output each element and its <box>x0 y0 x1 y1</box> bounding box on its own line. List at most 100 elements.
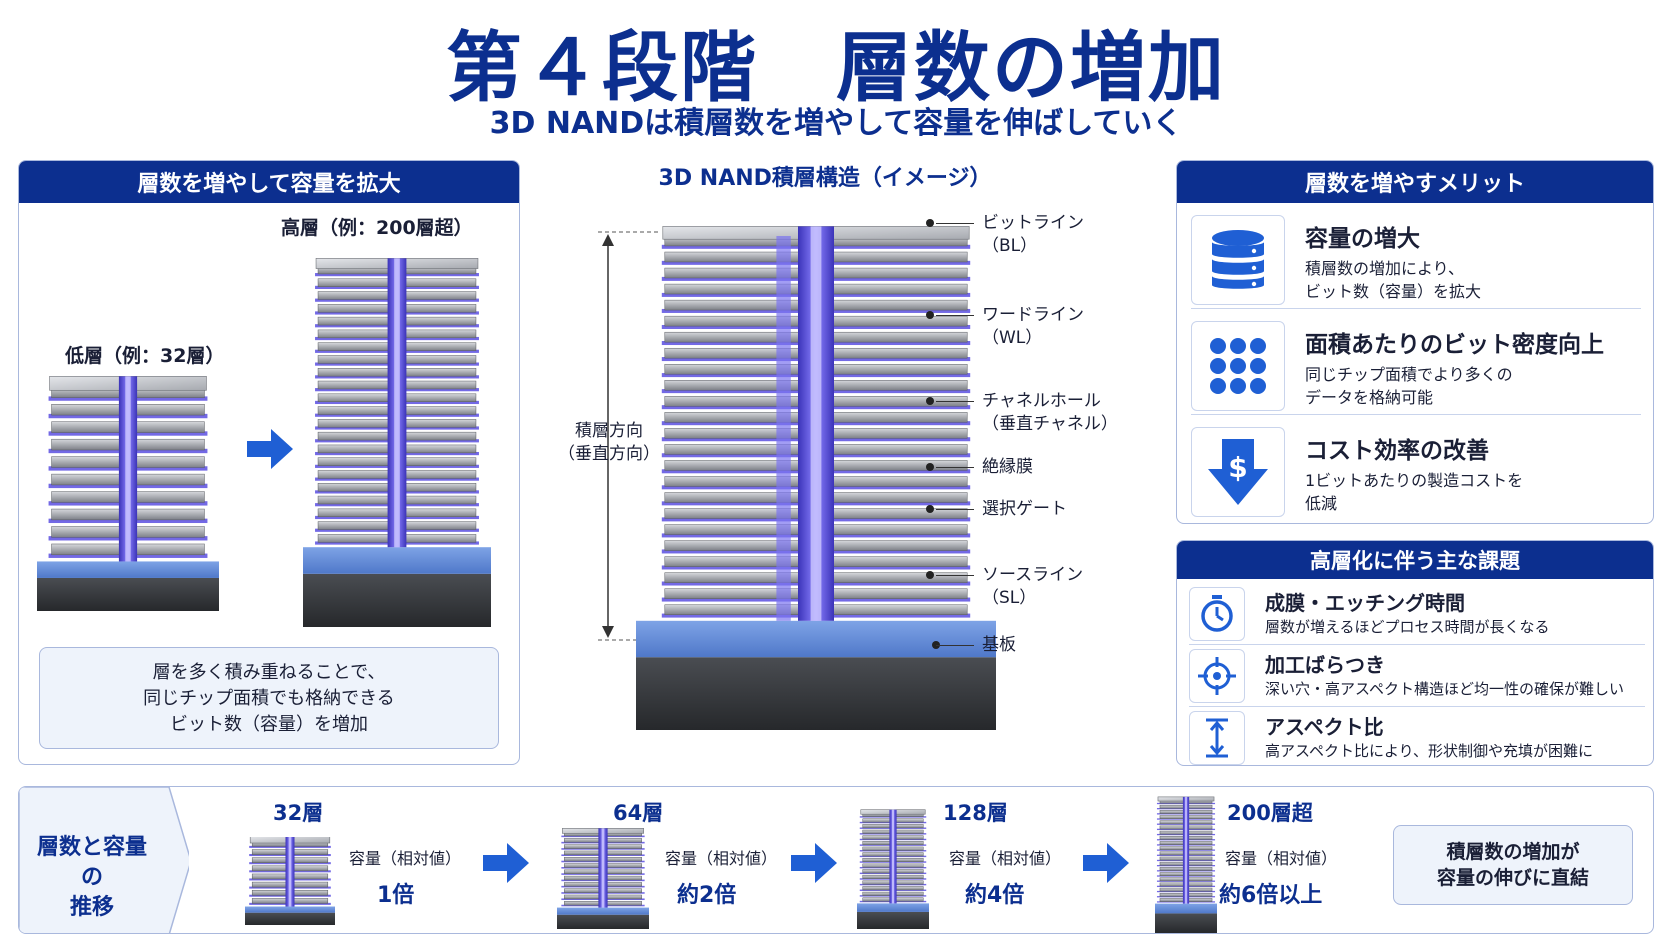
callout-leader-line <box>936 509 974 510</box>
issue-desc: 高アスペクト比により、形状制御や充填が困難に <box>1265 742 1594 760</box>
callout-label-line: （WL） <box>982 328 1043 348</box>
stage-caption: 容量（相対値） <box>665 849 778 868</box>
stage-caption: 容量（相対値） <box>349 849 462 868</box>
callout-label-line: 基板 <box>982 635 1016 655</box>
issue-item: アスペクト比 高アスペクト比により、形状制御や充填が困難に <box>1189 707 1645 765</box>
callout-label: チャネルホール （垂直チャネル） <box>982 390 1118 436</box>
high-stack-illustration <box>303 247 491 631</box>
callout-label: ビットライン （BL） <box>982 212 1084 258</box>
stage-layers: 64層 <box>613 801 664 825</box>
layer-increase-panel: 層数を増やして容量を拡大 高層（例：200層超） 低層（例：32層） 層を多く積… <box>18 160 520 765</box>
callout-dot <box>926 463 934 471</box>
conclusion-line: 容量の伸びに直結 <box>1436 867 1589 889</box>
trend-tag: 層数と容量の 推移 <box>19 787 189 933</box>
callout-leader-line <box>936 575 974 576</box>
callout-dot <box>926 219 934 227</box>
callout-dot <box>926 397 934 405</box>
callout-label-line: ソースライン <box>982 565 1084 585</box>
callout-dot <box>926 505 934 513</box>
capacity-trend-panel: 層数と容量の 推移 32層 容量（相対値） 1倍 64層 容量（相対値） 約2倍… <box>18 786 1654 934</box>
callout-leader-line <box>936 467 974 468</box>
callout-label-line: ワードライン <box>982 305 1084 325</box>
stage-layers: 128層 <box>943 801 1008 825</box>
callout-leader-line <box>936 401 974 402</box>
callout-label: ソースライン （SL） <box>982 564 1083 610</box>
merits-panel: 層数を増やすメリット 容量の増大 積層数の増加により、 ビット数（容量）を拡大 <box>1176 160 1654 524</box>
issue-item: 成膜・エッチング時間 層数が増えるほどプロセス時間が長くなる <box>1189 583 1645 645</box>
issues-panel: 高層化に伴う主な課題 成膜・エッチング時間 層数が増えるほどプロセス時間が長くな… <box>1176 540 1654 766</box>
issue-title: 成膜・エッチング時間 <box>1265 591 1465 615</box>
callout-dot <box>926 311 934 319</box>
merit-item: 面積あたりのビット密度向上 同じチップ面積でより多くの データを格納可能 <box>1191 315 1641 415</box>
callout-label-line: 絶縁膜 <box>982 457 1033 477</box>
stage-caption: 容量（相対値） <box>1225 849 1338 868</box>
database-icon <box>1191 215 1285 305</box>
merit-desc: 同じチップ面積でより多くの データを格納可能 <box>1305 363 1513 409</box>
merit-desc: 積層数の増加により、 ビット数（容量）を拡大 <box>1305 257 1481 303</box>
callout-dot <box>926 571 934 579</box>
nand-structure-illustration <box>636 210 996 734</box>
structure-title: 3D NAND積層構造（イメージ） <box>658 166 992 191</box>
merit-desc-line: 1ビットあたりの製造コストを <box>1305 471 1524 490</box>
vertical-aspect-icon <box>1189 711 1245 765</box>
merit-desc-line: データを格納可能 <box>1305 388 1434 407</box>
stage-value: 約6倍以上 <box>1219 883 1323 908</box>
crosshair-icon <box>1189 649 1245 703</box>
stage-value: 1倍 <box>377 883 415 908</box>
merit-item: 容量の増大 積層数の増加により、 ビット数（容量）を拡大 <box>1191 209 1641 309</box>
issue-title: 加工ばらつき <box>1265 653 1385 677</box>
panel-header: 高層化に伴う主な課題 <box>1177 541 1653 579</box>
low-stack-illustration <box>37 375 219 615</box>
merit-desc-line: 低減 <box>1305 494 1338 513</box>
arrow-right-icon <box>247 429 293 473</box>
trend-tag-label: 層数と容量の 推移 <box>27 833 157 923</box>
stacking-direction-label: 積層方向 （垂直方向） <box>554 420 664 466</box>
callout-label-line: チャネルホール <box>982 391 1101 411</box>
note-line: 層を多く積み重ねることで、 <box>152 662 386 683</box>
callout-leader-line <box>936 645 974 646</box>
issue-desc: 層数が増えるほどプロセス時間が長くなる <box>1265 618 1550 636</box>
stage-stack-32 <box>245 836 335 929</box>
low-layer-label: 低層（例：32層） <box>65 345 225 367</box>
stage-stack-200 <box>1155 793 1217 933</box>
merit-item: $ コスト効率の改善 1ビットあたりの製造コストを 低減 <box>1191 421 1641 521</box>
panel-header: 層数を増やすメリット <box>1177 161 1653 203</box>
arrow-right-icon <box>791 843 837 887</box>
callout-label-line: （SL） <box>982 588 1037 608</box>
axis-label-line: 積層方向 <box>575 421 643 441</box>
merit-title: 容量の増大 <box>1305 226 1420 252</box>
note-line: ビット数（容量）を増加 <box>170 714 368 735</box>
dollar-down-icon: $ <box>1191 427 1285 517</box>
callout-label-line: （BL） <box>982 236 1038 256</box>
note-line: 同じチップ面積でも格納できる <box>143 688 395 709</box>
page-subtitle: 3D NANDは積層数を増やして容量を伸ばしていく <box>489 106 1183 141</box>
callout-label: 基板 <box>982 634 1016 657</box>
stage-caption: 容量（相対値） <box>949 849 1062 868</box>
trend-tag-line: 推移 <box>69 895 114 920</box>
panel-header: 層数を増やして容量を拡大 <box>19 161 519 203</box>
conclusion-box: 積層数の増加が 容量の伸びに直結 <box>1393 825 1633 905</box>
merit-desc-line: 同じチップ面積でより多くの <box>1305 365 1513 384</box>
callout-label-line: ビットライン <box>982 213 1084 233</box>
issue-item: 加工ばらつき 深い穴・高アスペクト構造ほど均一性の確保が難しい <box>1189 645 1645 707</box>
merit-desc-line: ビット数（容量）を拡大 <box>1305 282 1482 301</box>
merit-desc-line: 積層数の増加により、 <box>1305 259 1465 278</box>
page-title: 第４段階 層数の増加 <box>446 23 1226 112</box>
stage-value: 約4倍 <box>965 883 1025 908</box>
issue-desc: 深い穴・高アスペクト構造ほど均一性の確保が難しい <box>1265 680 1624 698</box>
stage-layers: 32層 <box>273 801 324 825</box>
callout-label: ワードライン （WL） <box>982 304 1084 350</box>
callout-label-line: 選択ゲート <box>982 499 1067 519</box>
callout-label: 絶縁膜 <box>982 456 1033 479</box>
callout-leader-line <box>936 315 974 316</box>
callout-label: 選択ゲート <box>982 498 1067 521</box>
stage-stack-64 <box>557 827 649 933</box>
axis-label-line: （垂直方向） <box>558 444 660 464</box>
stopwatch-icon <box>1189 587 1245 641</box>
arrow-right-icon <box>1083 843 1129 887</box>
trend-tag-line: 層数と容量の <box>36 835 147 890</box>
svg-text:$: $ <box>1228 451 1247 484</box>
callout-label-line: （垂直チャネル） <box>982 414 1118 434</box>
high-layer-label: 高層（例：200層超） <box>281 217 473 239</box>
merit-desc: 1ビットあたりの製造コストを 低減 <box>1305 469 1523 515</box>
